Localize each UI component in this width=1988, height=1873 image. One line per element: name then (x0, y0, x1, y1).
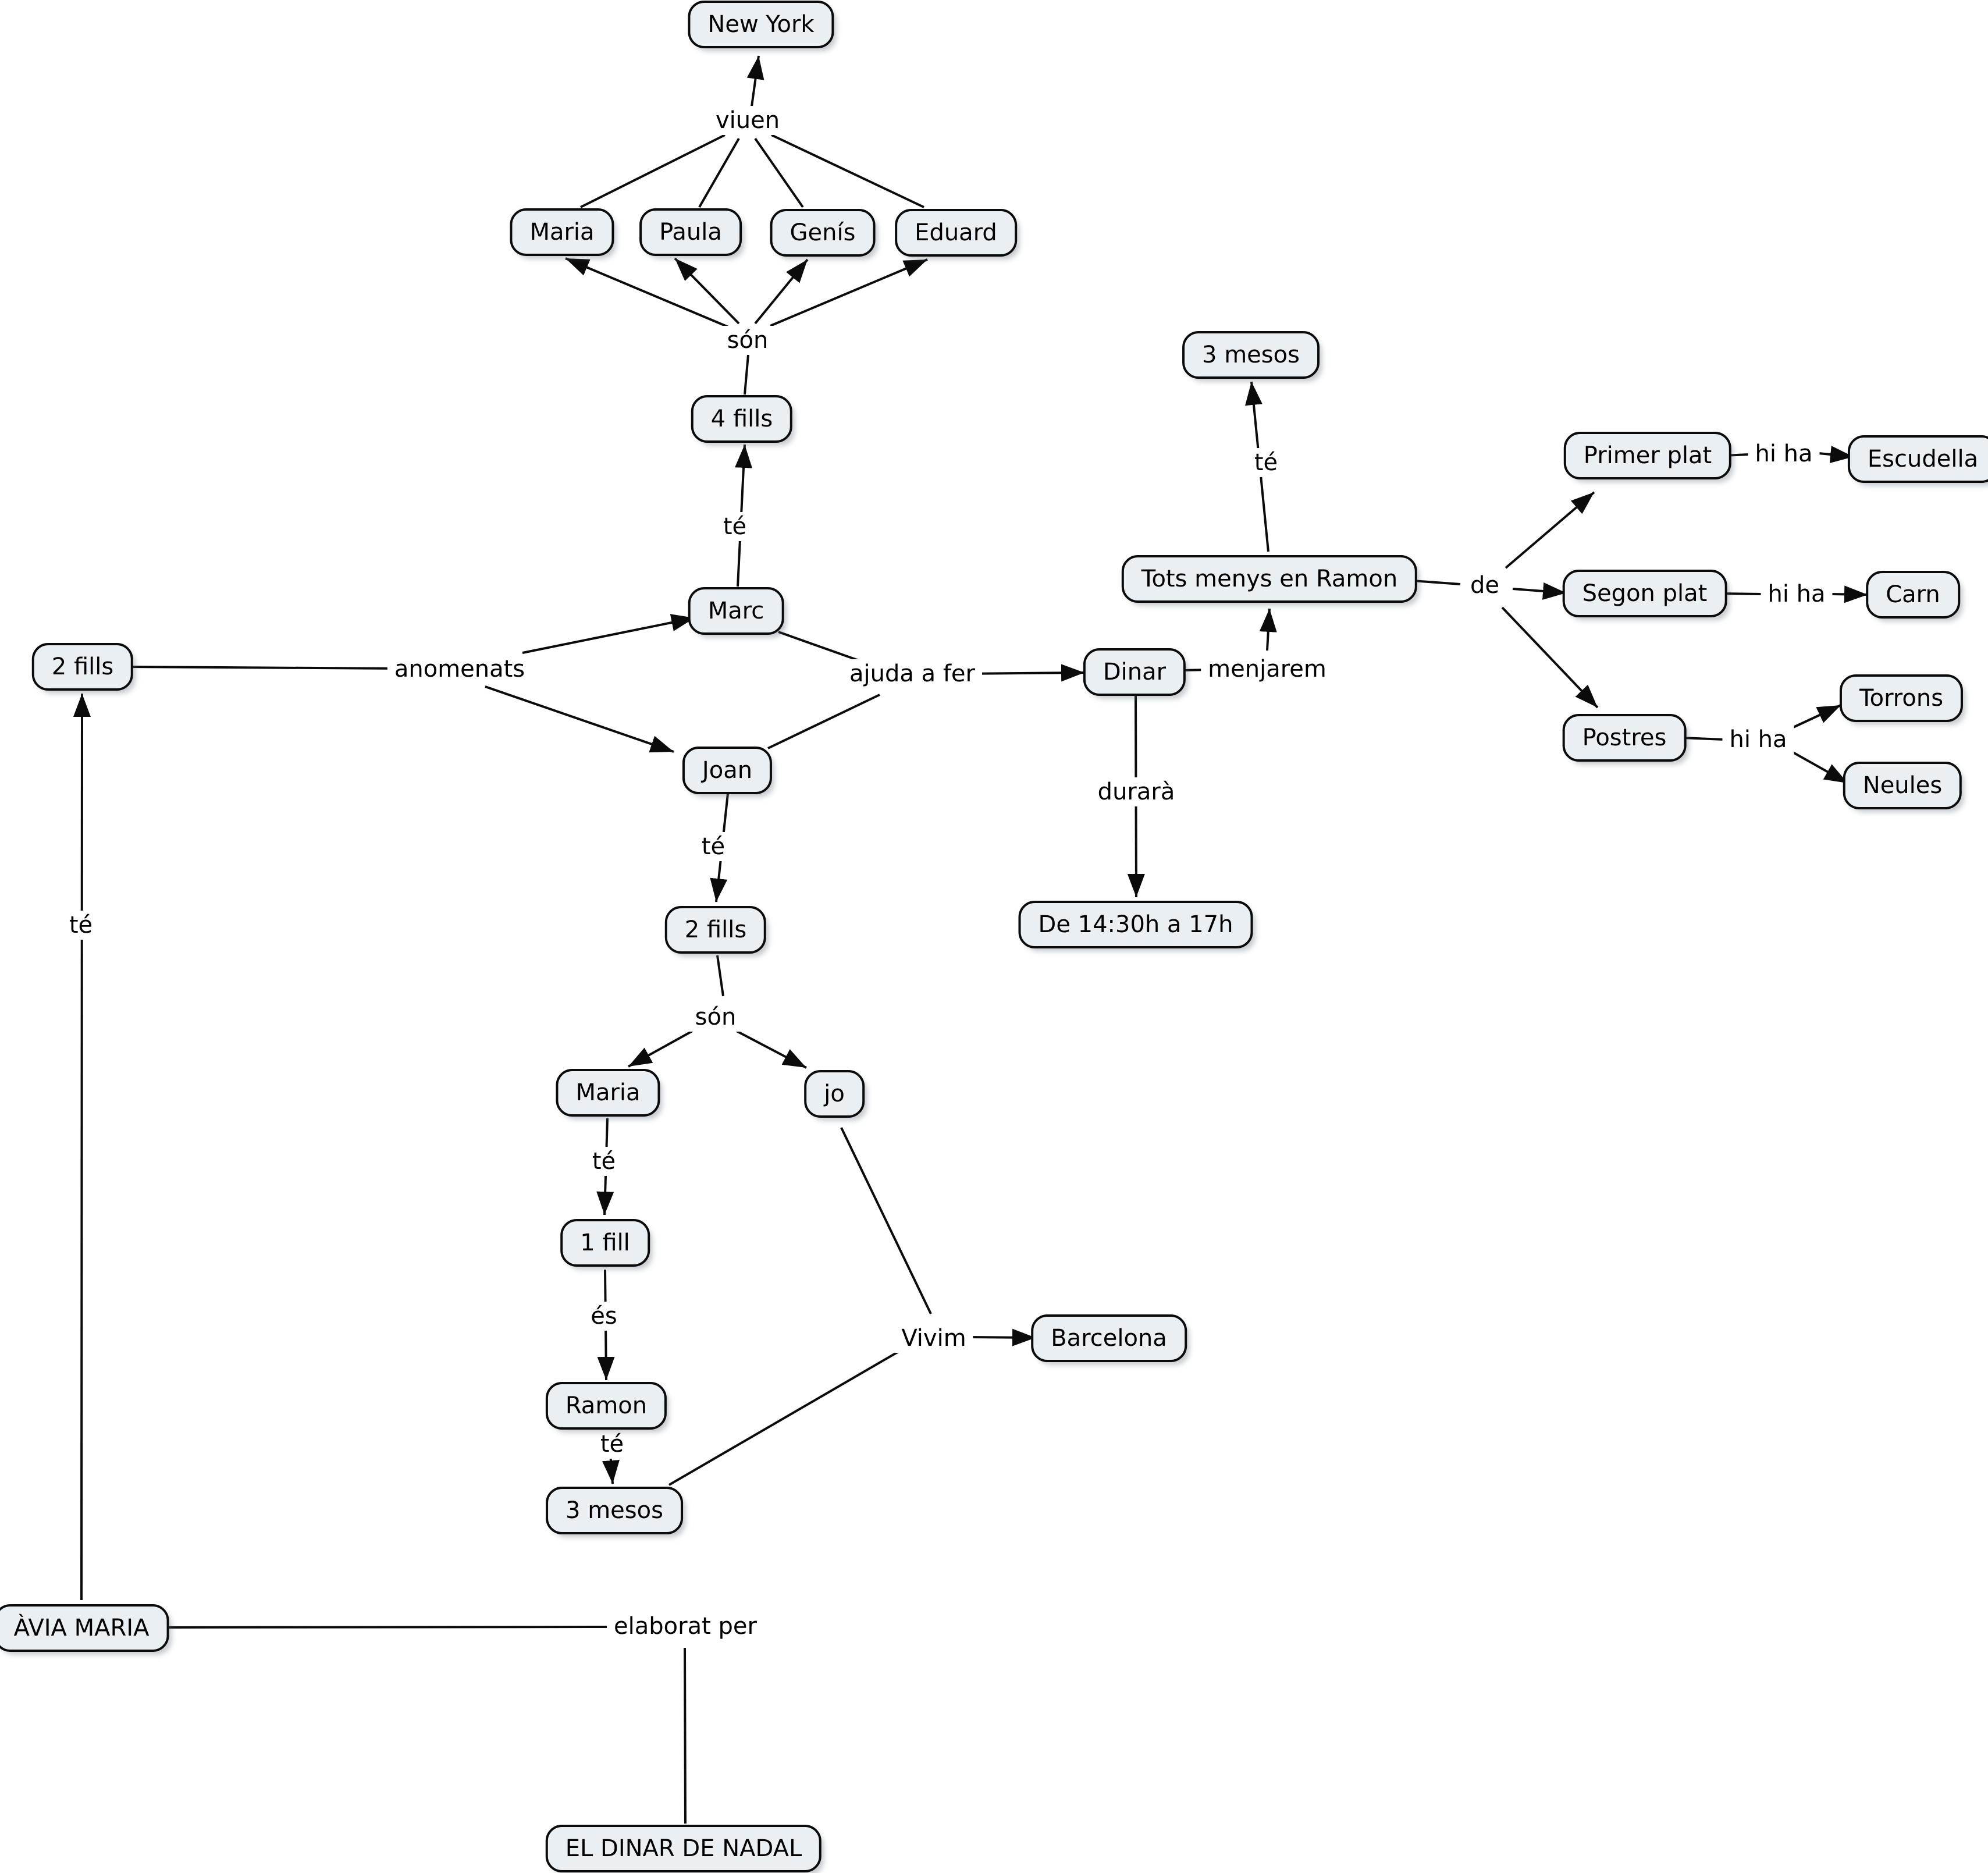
edge-hiha-neules (1791, 751, 1848, 784)
edge-son2-maria (628, 1030, 693, 1068)
edge-viuen-newyork (746, 55, 764, 107)
edge-label-es[interactable]: és (584, 1302, 624, 1331)
node-new-york[interactable]: New York (688, 1, 834, 48)
node-4-fills[interactable]: 4 fills (691, 395, 793, 443)
edge-anomenats-joan (485, 685, 674, 753)
edge-postres-hiha (1681, 737, 1725, 741)
edge-marc-ajuda (778, 631, 867, 664)
node-eduard[interactable]: Eduard (895, 209, 1017, 257)
node-barcelona[interactable]: Barcelona (1031, 1314, 1187, 1362)
edge-hiha-carn (1831, 585, 1868, 603)
node-2-fills-mid[interactable]: 2 fills (664, 906, 767, 954)
edge-hiha-torrons (1790, 704, 1841, 730)
node-genis[interactable]: Genís (770, 209, 876, 257)
edge-2fills-son2 (716, 955, 724, 997)
node-segon-plat[interactable]: Segon plat (1562, 570, 1727, 617)
node-paula[interactable]: Paula (639, 208, 742, 256)
node-jo[interactable]: jo (804, 1070, 865, 1118)
edge-label-te-6[interactable]: té (62, 911, 100, 940)
edge-viuen-eduard (771, 134, 924, 208)
edge-2fills-anomenats (127, 666, 407, 670)
edge-label-son-2[interactable]: són (688, 1003, 744, 1032)
edge-label-vivim[interactable]: Vivim (894, 1324, 973, 1353)
node-3-mesos-top[interactable]: 3 mesos (1182, 331, 1320, 379)
edge-label-ajuda-a-fer[interactable]: ajuda a fer (842, 659, 982, 688)
edge-viuen-paula (698, 138, 740, 208)
edge-son2-jo (736, 1030, 807, 1069)
node-escudella[interactable]: Escudella (1847, 435, 1988, 483)
edge-label-elaborat-per[interactable]: elaborat per (607, 1612, 764, 1641)
node-2-fills-left[interactable]: 2 fills (31, 643, 134, 691)
edge-label-te-3[interactable]: té (694, 832, 732, 861)
edge-menjarem-tots (1259, 608, 1277, 651)
edge-label-viuen[interactable]: viuen (708, 106, 787, 135)
edge-3mesos-vivim (668, 1350, 901, 1486)
node-joan[interactable]: Joan (682, 747, 773, 794)
edge-avia-2fills (73, 693, 91, 1601)
node-dinar[interactable]: Dinar (1083, 648, 1186, 696)
node-postres[interactable]: Postres (1562, 714, 1687, 762)
edge-label-de[interactable]: de (1463, 571, 1506, 600)
node-torrons[interactable]: Torrons (1839, 674, 1964, 722)
edge-label-te-4[interactable]: té (585, 1147, 623, 1176)
node-3-mesos-bottom[interactable]: 3 mesos (546, 1487, 683, 1534)
node-maria-2[interactable]: Maria (556, 1069, 660, 1117)
edge-son-paula (674, 257, 740, 325)
edge-viuen-genis (754, 137, 804, 208)
edge-label-menjarem[interactable]: menjarem (1201, 655, 1333, 684)
node-marc[interactable]: Marc (688, 587, 784, 635)
edge-jo-vivim (840, 1127, 932, 1314)
node-1-fill[interactable]: 1 fill (560, 1219, 650, 1267)
edge-label-hi-ha-3[interactable]: hi ha (1722, 725, 1794, 754)
edge-de-postres (1501, 606, 1599, 709)
edge-4fills-son (744, 354, 749, 395)
edge-label-anomenats[interactable]: anomenats (387, 655, 532, 684)
node-ramon[interactable]: Ramon (545, 1382, 667, 1430)
edge-viuen-maria (580, 134, 726, 208)
edge-label-te-5[interactable]: té (593, 1430, 631, 1459)
node-primer-plat[interactable]: Primer plat (1563, 432, 1732, 479)
edge-vivim-barcelona (968, 1328, 1036, 1346)
edge-son-maria (565, 257, 729, 328)
edge-label-durara[interactable]: durarà (1090, 777, 1182, 806)
edge-son-eduard (770, 258, 928, 327)
node-maria-1[interactable]: Maria (510, 208, 614, 256)
edge-label-son-1[interactable]: són (720, 326, 776, 355)
edge-label-te-2[interactable]: té (1247, 448, 1285, 477)
edge-de-segon (1512, 582, 1567, 600)
edge-anomenats-marc (522, 614, 695, 654)
node-avia-maria[interactable]: ÀVIA MARIA (0, 1604, 169, 1652)
node-tots-menys-en-ramon[interactable]: Tots menys en Ramon (1121, 555, 1418, 603)
node-carn[interactable]: Carn (1866, 571, 1960, 619)
node-neules[interactable]: Neules (1843, 762, 1962, 809)
edge-de-primer (1505, 491, 1595, 569)
node-de-1430-a-17h[interactable]: De 14:30h a 17h (1018, 901, 1253, 948)
node-el-dinar-de-nadal[interactable]: EL DINAR DE NADAL (545, 1825, 822, 1872)
edge-son-genis (754, 258, 809, 325)
edge-label-te-1[interactable]: té (716, 512, 754, 541)
edge-joan-ajuda (767, 694, 880, 749)
edge-label-hi-ha-2[interactable]: hi ha (1761, 580, 1833, 609)
edge-label-hi-ha-1[interactable]: hi ha (1748, 439, 1820, 468)
